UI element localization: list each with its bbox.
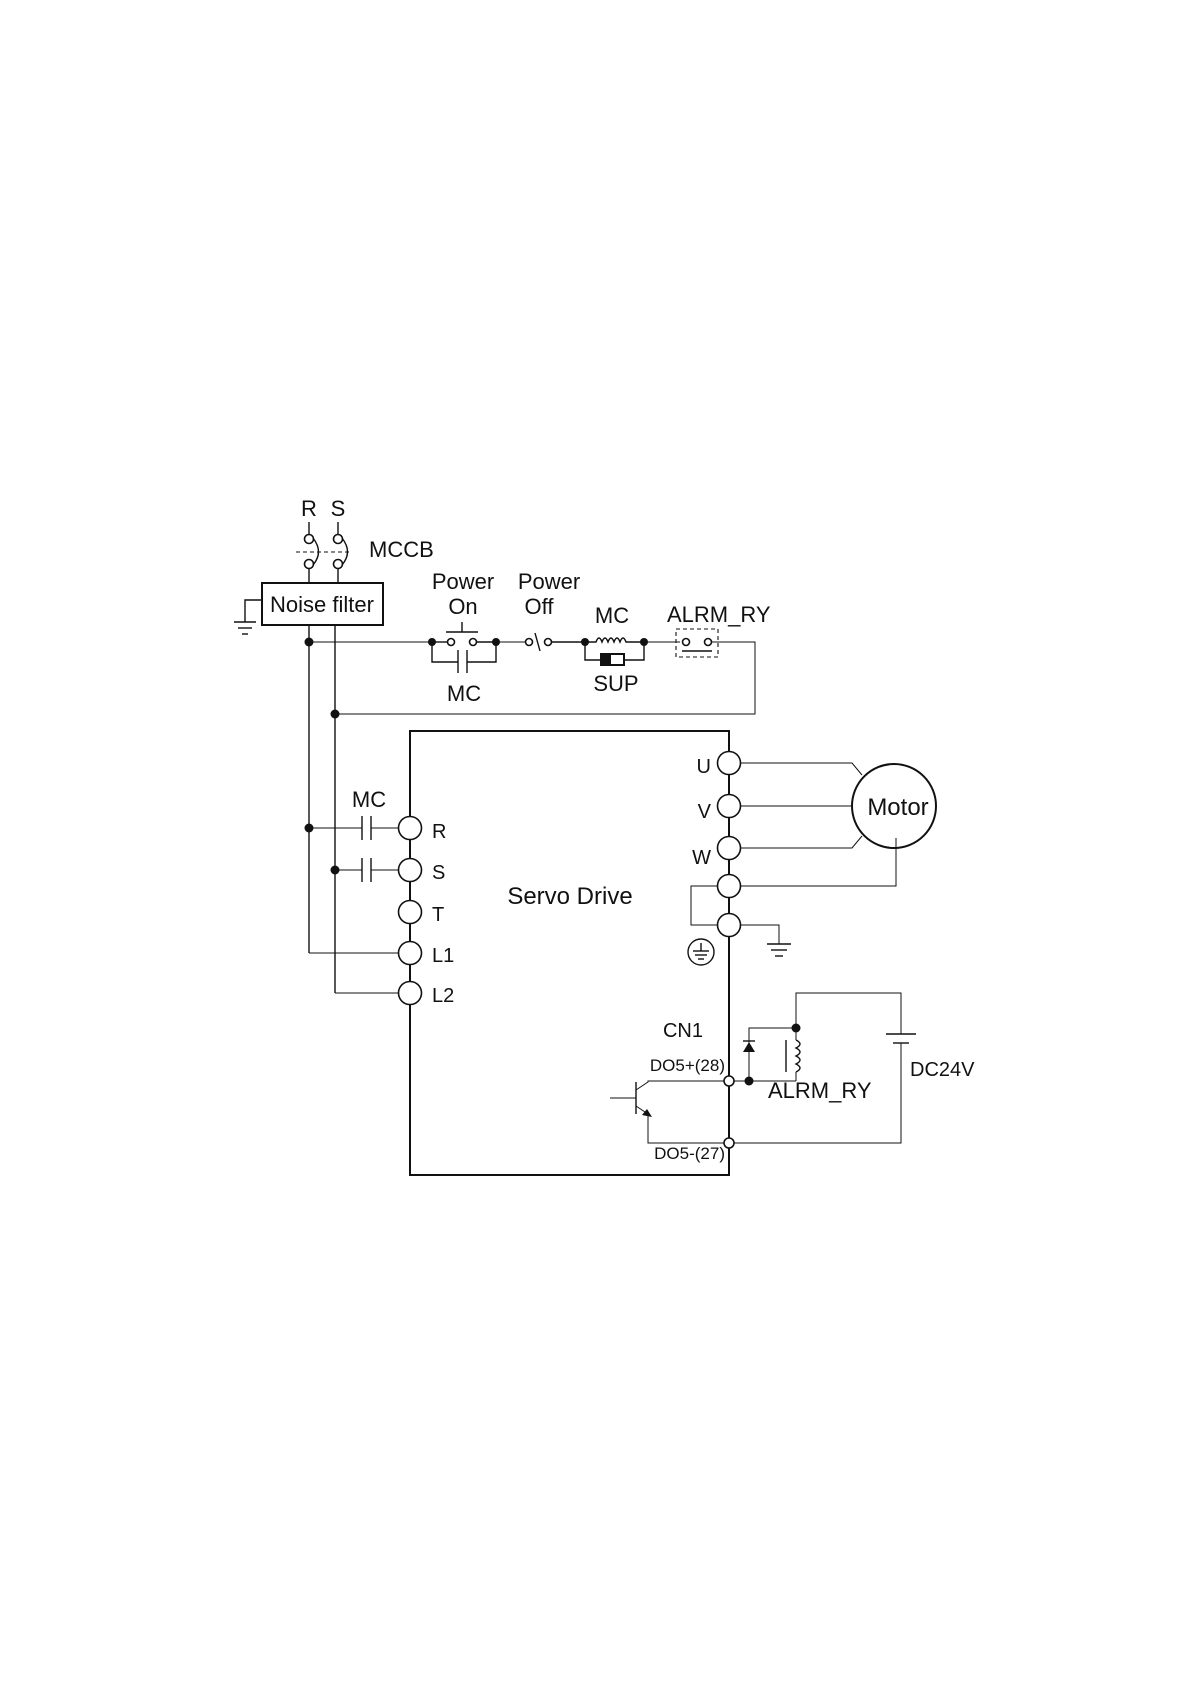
mc-main-label: MC xyxy=(352,787,386,812)
terminal-s xyxy=(399,859,422,882)
terminal-u xyxy=(718,752,741,775)
terminal-r-label: R xyxy=(432,821,446,843)
mccb-label: MCCB xyxy=(369,537,434,562)
noise-filter-label: Noise filter xyxy=(270,592,374,617)
feeder-wires xyxy=(305,625,340,993)
terminal-frame-ground xyxy=(718,914,741,937)
power-terminals: R S T L1 L2 xyxy=(399,817,455,1008)
sup-label: SUP xyxy=(593,671,638,696)
terminal-t xyxy=(399,901,422,924)
terminal-v-label: V xyxy=(698,801,712,823)
mc-main-contacts: MC xyxy=(309,787,398,993)
motor-label: Motor xyxy=(867,794,928,821)
power-off-label-2: Off xyxy=(525,594,555,619)
motor: Motor xyxy=(852,764,936,848)
power-off-button xyxy=(526,633,586,651)
alarm-relay: ALRM_RY xyxy=(743,1028,872,1103)
power-off-label-1: Power xyxy=(518,569,580,594)
terminal-w-label: W xyxy=(692,847,711,869)
terminal-do5-plus xyxy=(724,1076,734,1086)
terminal-v xyxy=(718,795,741,818)
terminal-l1 xyxy=(399,942,422,965)
dc24v-supply: DC24V xyxy=(734,993,975,1143)
mains-label-r: R xyxy=(301,496,317,521)
terminal-w xyxy=(718,837,741,860)
power-on-label-2: On xyxy=(448,594,477,619)
mc-coil-label: MC xyxy=(595,603,629,628)
output-transistor xyxy=(610,1081,729,1143)
terminal-l2 xyxy=(399,982,422,1005)
alarm-contact-label: ALRM_RY xyxy=(667,602,771,627)
mc-holding-contact: MC xyxy=(432,642,496,706)
power-on-label-1: Power xyxy=(432,569,494,594)
do5-minus-label: DO5-(27) xyxy=(654,1144,725,1163)
protective-earth-icon xyxy=(688,939,714,965)
cn1-label: CN1 xyxy=(663,1020,703,1042)
terminal-do5-minus xyxy=(724,1138,734,1148)
terminal-l1-label: L1 xyxy=(432,945,454,967)
do5-plus-label: DO5+(28) xyxy=(650,1056,725,1075)
servo-drive-title: Servo Drive xyxy=(507,883,632,910)
mc-coil: SUP xyxy=(585,638,644,696)
terminal-t-label: T xyxy=(432,904,444,926)
mains-label-s: S xyxy=(331,496,346,521)
servo-drive: Servo Drive xyxy=(410,731,729,1175)
motor-terminals: U V W xyxy=(688,752,896,966)
terminal-l2-label: L2 xyxy=(432,985,454,1007)
terminal-u-label: U xyxy=(697,756,711,778)
alarm-relay-label: ALRM_RY xyxy=(768,1078,872,1103)
control-circuit: Power On MC Power Off MC xyxy=(309,569,771,714)
ground-icon xyxy=(767,944,791,956)
power-on-button xyxy=(432,622,496,646)
flyback-diode xyxy=(743,1041,755,1052)
terminal-motor-ground xyxy=(718,875,741,898)
mc-holding-label: MC xyxy=(447,681,481,706)
terminal-s-label: S xyxy=(432,862,445,884)
terminal-r xyxy=(399,817,422,840)
dc24v-label: DC24V xyxy=(910,1059,975,1081)
mccb-breaker xyxy=(296,522,352,583)
ground-icon xyxy=(234,622,256,634)
mains-input: R S MCCB xyxy=(296,496,434,583)
